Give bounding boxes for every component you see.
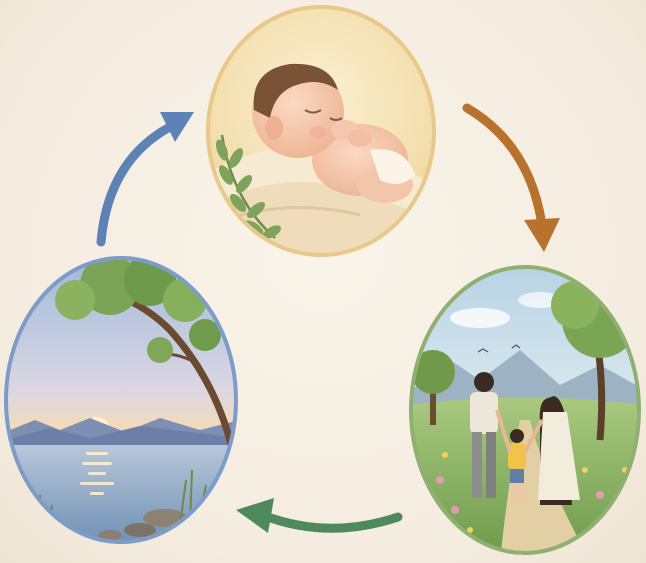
family-walk-vignette (405, 265, 646, 560)
arrow-family-to-lake (236, 498, 398, 533)
sunset-lake-vignette (5, 254, 240, 545)
newborn-vignette (200, 0, 440, 260)
arrow-newborn-to-family (467, 108, 560, 252)
arrow-lake-to-newborn (101, 112, 194, 242)
